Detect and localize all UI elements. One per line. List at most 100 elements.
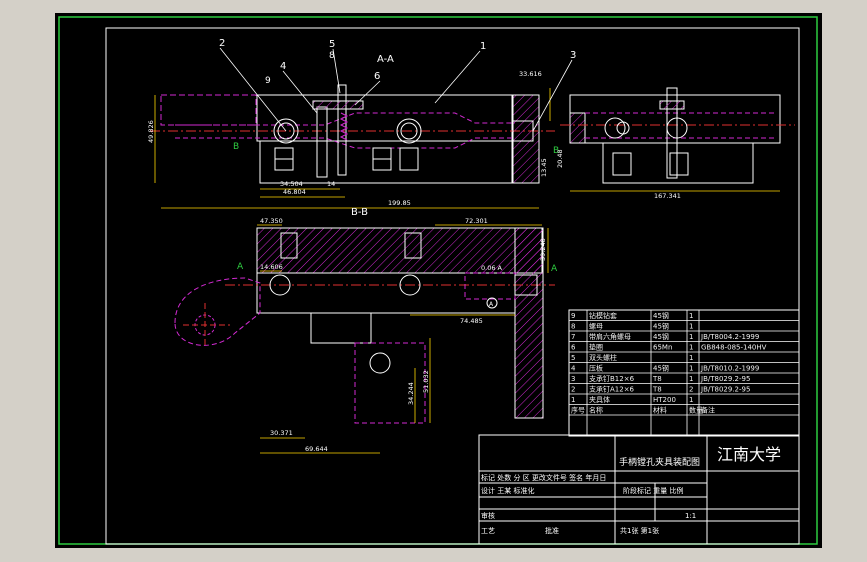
bom-cell-no: 7 bbox=[571, 333, 575, 341]
school-name: 江南大学 bbox=[717, 445, 781, 464]
bom-cell-no: 序号 bbox=[571, 406, 585, 415]
balloon-4: 4 bbox=[280, 61, 286, 72]
dim-167-341: 167.341 bbox=[654, 192, 681, 200]
bom-cell-std: 备注 bbox=[701, 406, 715, 415]
dim-39-248: 39.248 bbox=[539, 238, 547, 261]
bom-cell-std: JB/T8029.2-95 bbox=[700, 375, 750, 383]
bom-cell-name: 螺母 bbox=[589, 322, 603, 331]
section-arrow-b-left: B bbox=[233, 142, 239, 152]
dim-14-606: 14.606 bbox=[260, 263, 283, 271]
bom-cell-name: 压板 bbox=[589, 364, 603, 373]
drawing-name: 手柄镗孔夹具装配图 bbox=[619, 456, 700, 468]
dim-74-485: 74.485 bbox=[460, 317, 483, 325]
dim-51-032: 51.032 bbox=[422, 370, 430, 393]
approve-row: 批准 bbox=[545, 526, 559, 535]
balloon-6: 6 bbox=[374, 71, 380, 82]
title-block bbox=[478, 434, 800, 545]
dim-13-45: 13.45 bbox=[540, 158, 548, 177]
balloon-1: 1 bbox=[480, 41, 486, 52]
svg-text:A: A bbox=[489, 301, 494, 308]
bom-cell-name: 名称 bbox=[589, 406, 603, 415]
bom-cell-qty: 1 bbox=[689, 375, 693, 383]
dim-30-371: 30.371 bbox=[270, 429, 293, 437]
side-view bbox=[560, 87, 795, 184]
balloon-5: 5 bbox=[329, 39, 335, 50]
bom-cell-qty: 1 bbox=[689, 365, 693, 373]
bom-cell-no: 6 bbox=[571, 344, 576, 352]
scale-value: 1:1 bbox=[685, 512, 696, 520]
dim-46-804: 46.804 bbox=[283, 188, 306, 196]
bom-cell-no: 9 bbox=[571, 312, 575, 320]
section-label-bb: B-B bbox=[351, 207, 368, 218]
tolerance-frame: 0.06 A bbox=[481, 264, 503, 272]
bom-cell-qty: 2 bbox=[689, 386, 693, 394]
bom-cell-std: JB/T8010.2-1999 bbox=[700, 365, 759, 373]
dim-47-350: 47.350 bbox=[260, 217, 283, 225]
bom-cell-name: 支承钉B12×6 bbox=[589, 374, 635, 383]
bom-cell-qty: 1 bbox=[689, 323, 693, 331]
bom-cell-material: 45钢 bbox=[653, 311, 669, 320]
bom-cell-no: 3 bbox=[571, 375, 575, 383]
bom-cell-qty: 1 bbox=[689, 396, 693, 404]
balloon-2: 2 bbox=[219, 38, 225, 49]
dimension-texts: 49.826 33.616 34.504 46.804 14 199.85 16… bbox=[147, 70, 681, 453]
bom-cell-name: 双头螺柱 bbox=[589, 353, 617, 362]
section-arrow-a-right: A bbox=[551, 264, 558, 274]
bom-cell-qty: 1 bbox=[689, 333, 693, 341]
section-arrow-a-left: A bbox=[237, 262, 244, 272]
bom-cell-name: 支承钉A12×6 bbox=[589, 385, 635, 394]
inner-border bbox=[105, 27, 800, 545]
dim-69-644: 69.644 bbox=[305, 445, 328, 453]
section-label-aa: A-A bbox=[377, 54, 394, 65]
dim-34-504: 34.504 bbox=[280, 180, 303, 188]
balloon-3: 3 bbox=[570, 50, 576, 61]
bom-cell-qty: 1 bbox=[689, 354, 693, 362]
bom-cell-material: 45钢 bbox=[653, 332, 669, 341]
dim-33-616: 33.616 bbox=[519, 70, 542, 78]
bom-cell-std: JB/T8004.2-1999 bbox=[700, 333, 759, 341]
balloon-9: 9 bbox=[265, 76, 271, 86]
section-arrow-b-right: B bbox=[553, 146, 559, 156]
balloon-8: 8 bbox=[329, 51, 335, 61]
dim-49-826: 49.826 bbox=[147, 120, 155, 143]
dim-20-48: 20.48 bbox=[556, 149, 564, 168]
process-row: 工艺 bbox=[481, 527, 495, 535]
stage-row: 阶段标记 重量 比例 bbox=[623, 486, 683, 495]
section-bb-view: A bbox=[174, 227, 555, 424]
bom-cell-material: T8 bbox=[652, 375, 662, 383]
bom-cell-material: HT200 bbox=[653, 396, 676, 404]
bom-cell-material: 45钢 bbox=[653, 322, 669, 331]
outer-border bbox=[58, 16, 818, 545]
bom-cell-no: 4 bbox=[571, 365, 576, 373]
sheets-row: 共1张 第1张 bbox=[620, 526, 659, 535]
bom-cell-qty: 1 bbox=[689, 312, 693, 320]
bom-cell-name: 夹具体 bbox=[589, 395, 610, 404]
bom-cell-no: 8 bbox=[571, 323, 575, 331]
bom-cell-std: GB848-085-140HV bbox=[701, 344, 767, 352]
bom-cell-no: 2 bbox=[571, 386, 575, 394]
bom-cell-no: 5 bbox=[571, 354, 575, 362]
bom-cell-material: 65Mn bbox=[653, 344, 672, 352]
dimension-lines bbox=[154, 88, 780, 454]
bom-cell-material: 45钢 bbox=[653, 364, 669, 373]
bom-cell-qty: 1 bbox=[689, 344, 693, 352]
dim-14: 14 bbox=[327, 180, 335, 188]
bom-cell-name: 垫圈 bbox=[589, 343, 603, 352]
front-view bbox=[150, 84, 555, 184]
bom-cell-qty: 数量 bbox=[689, 406, 703, 415]
dim-34-244: 34.244 bbox=[407, 382, 415, 405]
bom-cell-no: 1 bbox=[571, 396, 575, 404]
revision-row: 标记 处数 分 区 更改文件号 签名 年月日 bbox=[481, 473, 606, 482]
review-row: 审核 bbox=[481, 511, 495, 520]
dim-72-301: 72.301 bbox=[465, 217, 488, 225]
bom-cell-name: 钻模钻套 bbox=[589, 311, 617, 320]
bom-cell-material: T8 bbox=[652, 386, 662, 394]
bom-cell-material: 材料 bbox=[653, 406, 667, 415]
balloon-leaders bbox=[219, 47, 573, 132]
bom-cell-std: JB/T8029.2-95 bbox=[700, 386, 750, 394]
bom-cell-name: 带肩六角螺母 bbox=[589, 332, 631, 341]
design-row: 设计 王某 标准化 bbox=[481, 486, 534, 495]
